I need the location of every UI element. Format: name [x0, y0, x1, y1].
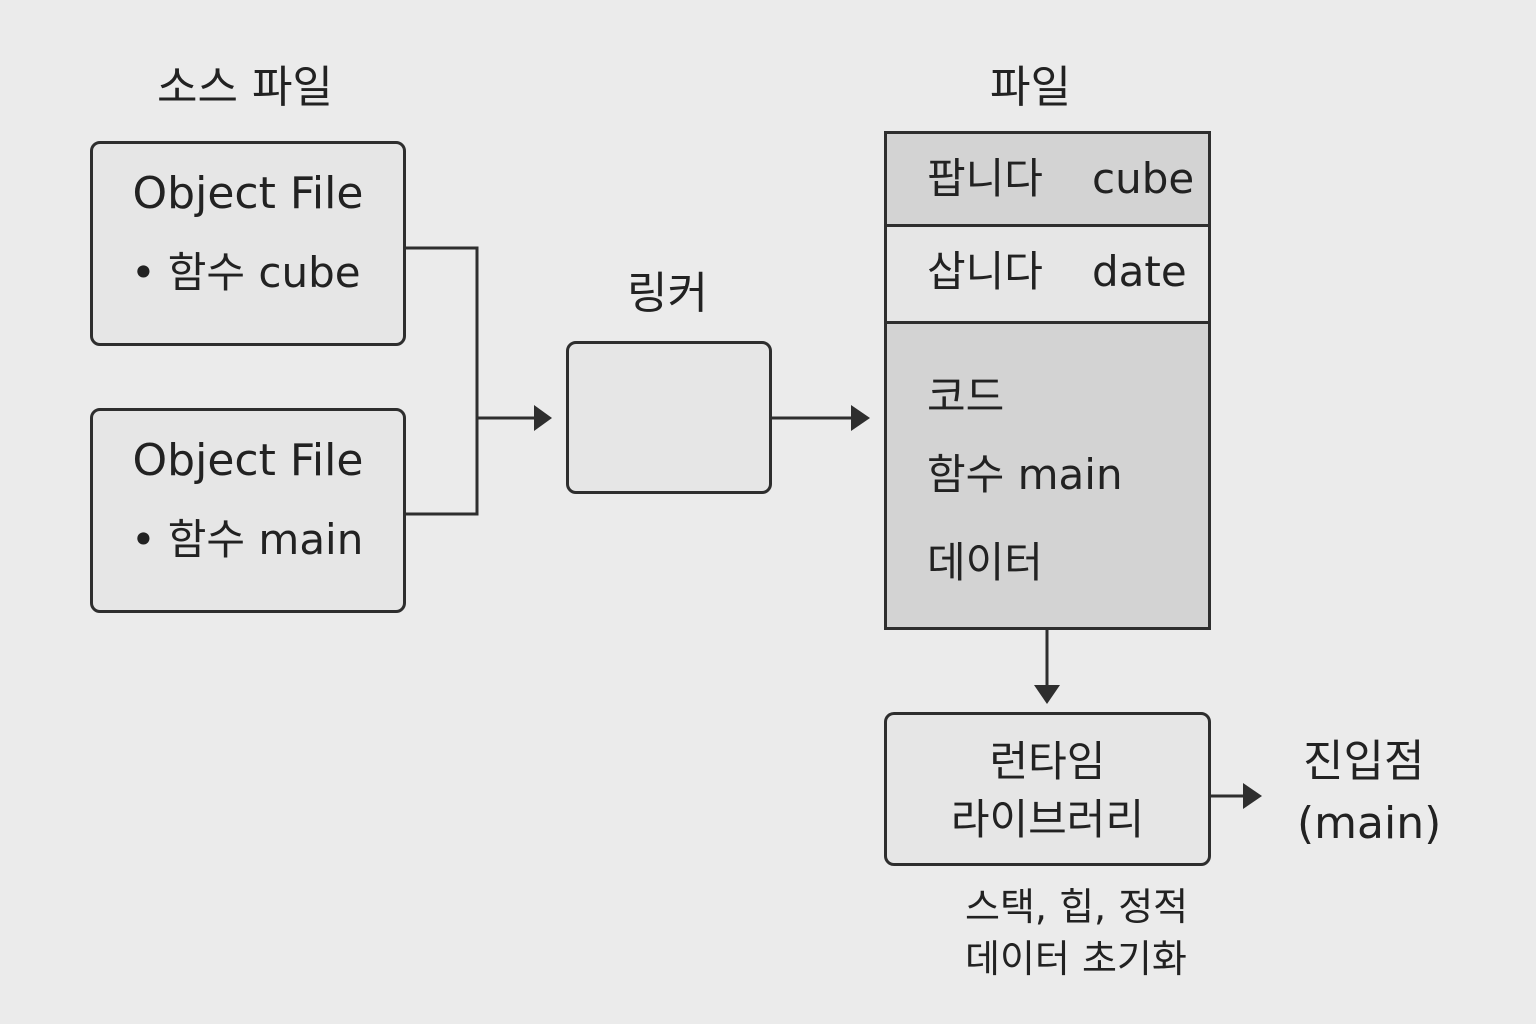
export-section: 팝니다 cube [887, 134, 1208, 227]
import-value: date [1092, 247, 1187, 296]
source-files-heading: 소스 파일 [157, 62, 333, 113]
import-label: 삽니다 [927, 247, 1043, 296]
init-note-line2: 데이터 초기화 [965, 937, 1187, 981]
function-label: 함수 cube [167, 248, 361, 297]
bullet-icon: • [131, 515, 156, 564]
runtime-label-line1: 런타임 [989, 737, 1106, 786]
object-file-function: •함수 main [131, 519, 363, 561]
linker-box [566, 341, 772, 494]
arrowhead-icon [1243, 783, 1262, 809]
file-heading: 파일 [990, 62, 1071, 113]
arrowhead-icon [534, 405, 552, 431]
object-file-title: Object File [132, 168, 364, 219]
runtime-label-line2: 라이브러리 [950, 795, 1145, 844]
runtime-library-box: 런타임 라이브러리 [884, 712, 1211, 866]
arrowhead-icon [851, 405, 870, 431]
entry-point-label: 진입점 [1303, 736, 1425, 787]
export-value: cube [1092, 154, 1195, 203]
code-label: 코드 [927, 372, 1005, 421]
object-file-main: Object File •함수 main [90, 408, 406, 613]
init-note-line1: 스택, 힙, 정적 [965, 885, 1189, 929]
object-file-cube: Object File •함수 cube [90, 141, 406, 346]
connector-cube-to-linker [406, 246, 479, 418]
data-label: 데이터 [927, 538, 1043, 587]
code-function: 함수 main [927, 450, 1123, 499]
export-label: 팝니다 [927, 154, 1043, 203]
connector-main-to-linker [406, 418, 479, 516]
entry-point-main: (main) [1297, 798, 1442, 849]
import-section: 삽니다 date [887, 227, 1208, 324]
executable-file: 팝니다 cube 삽니다 date 코드 함수 main 데이터 [884, 131, 1211, 630]
object-file-function: •함수 cube [131, 252, 361, 294]
arrowhead-icon [1034, 685, 1060, 704]
object-file-title: Object File [132, 435, 364, 486]
bullet-icon: • [131, 248, 156, 297]
linker-heading: 링커 [627, 268, 708, 319]
function-label: 함수 main [167, 515, 364, 564]
code-section: 코드 함수 main 데이터 [887, 324, 1208, 627]
